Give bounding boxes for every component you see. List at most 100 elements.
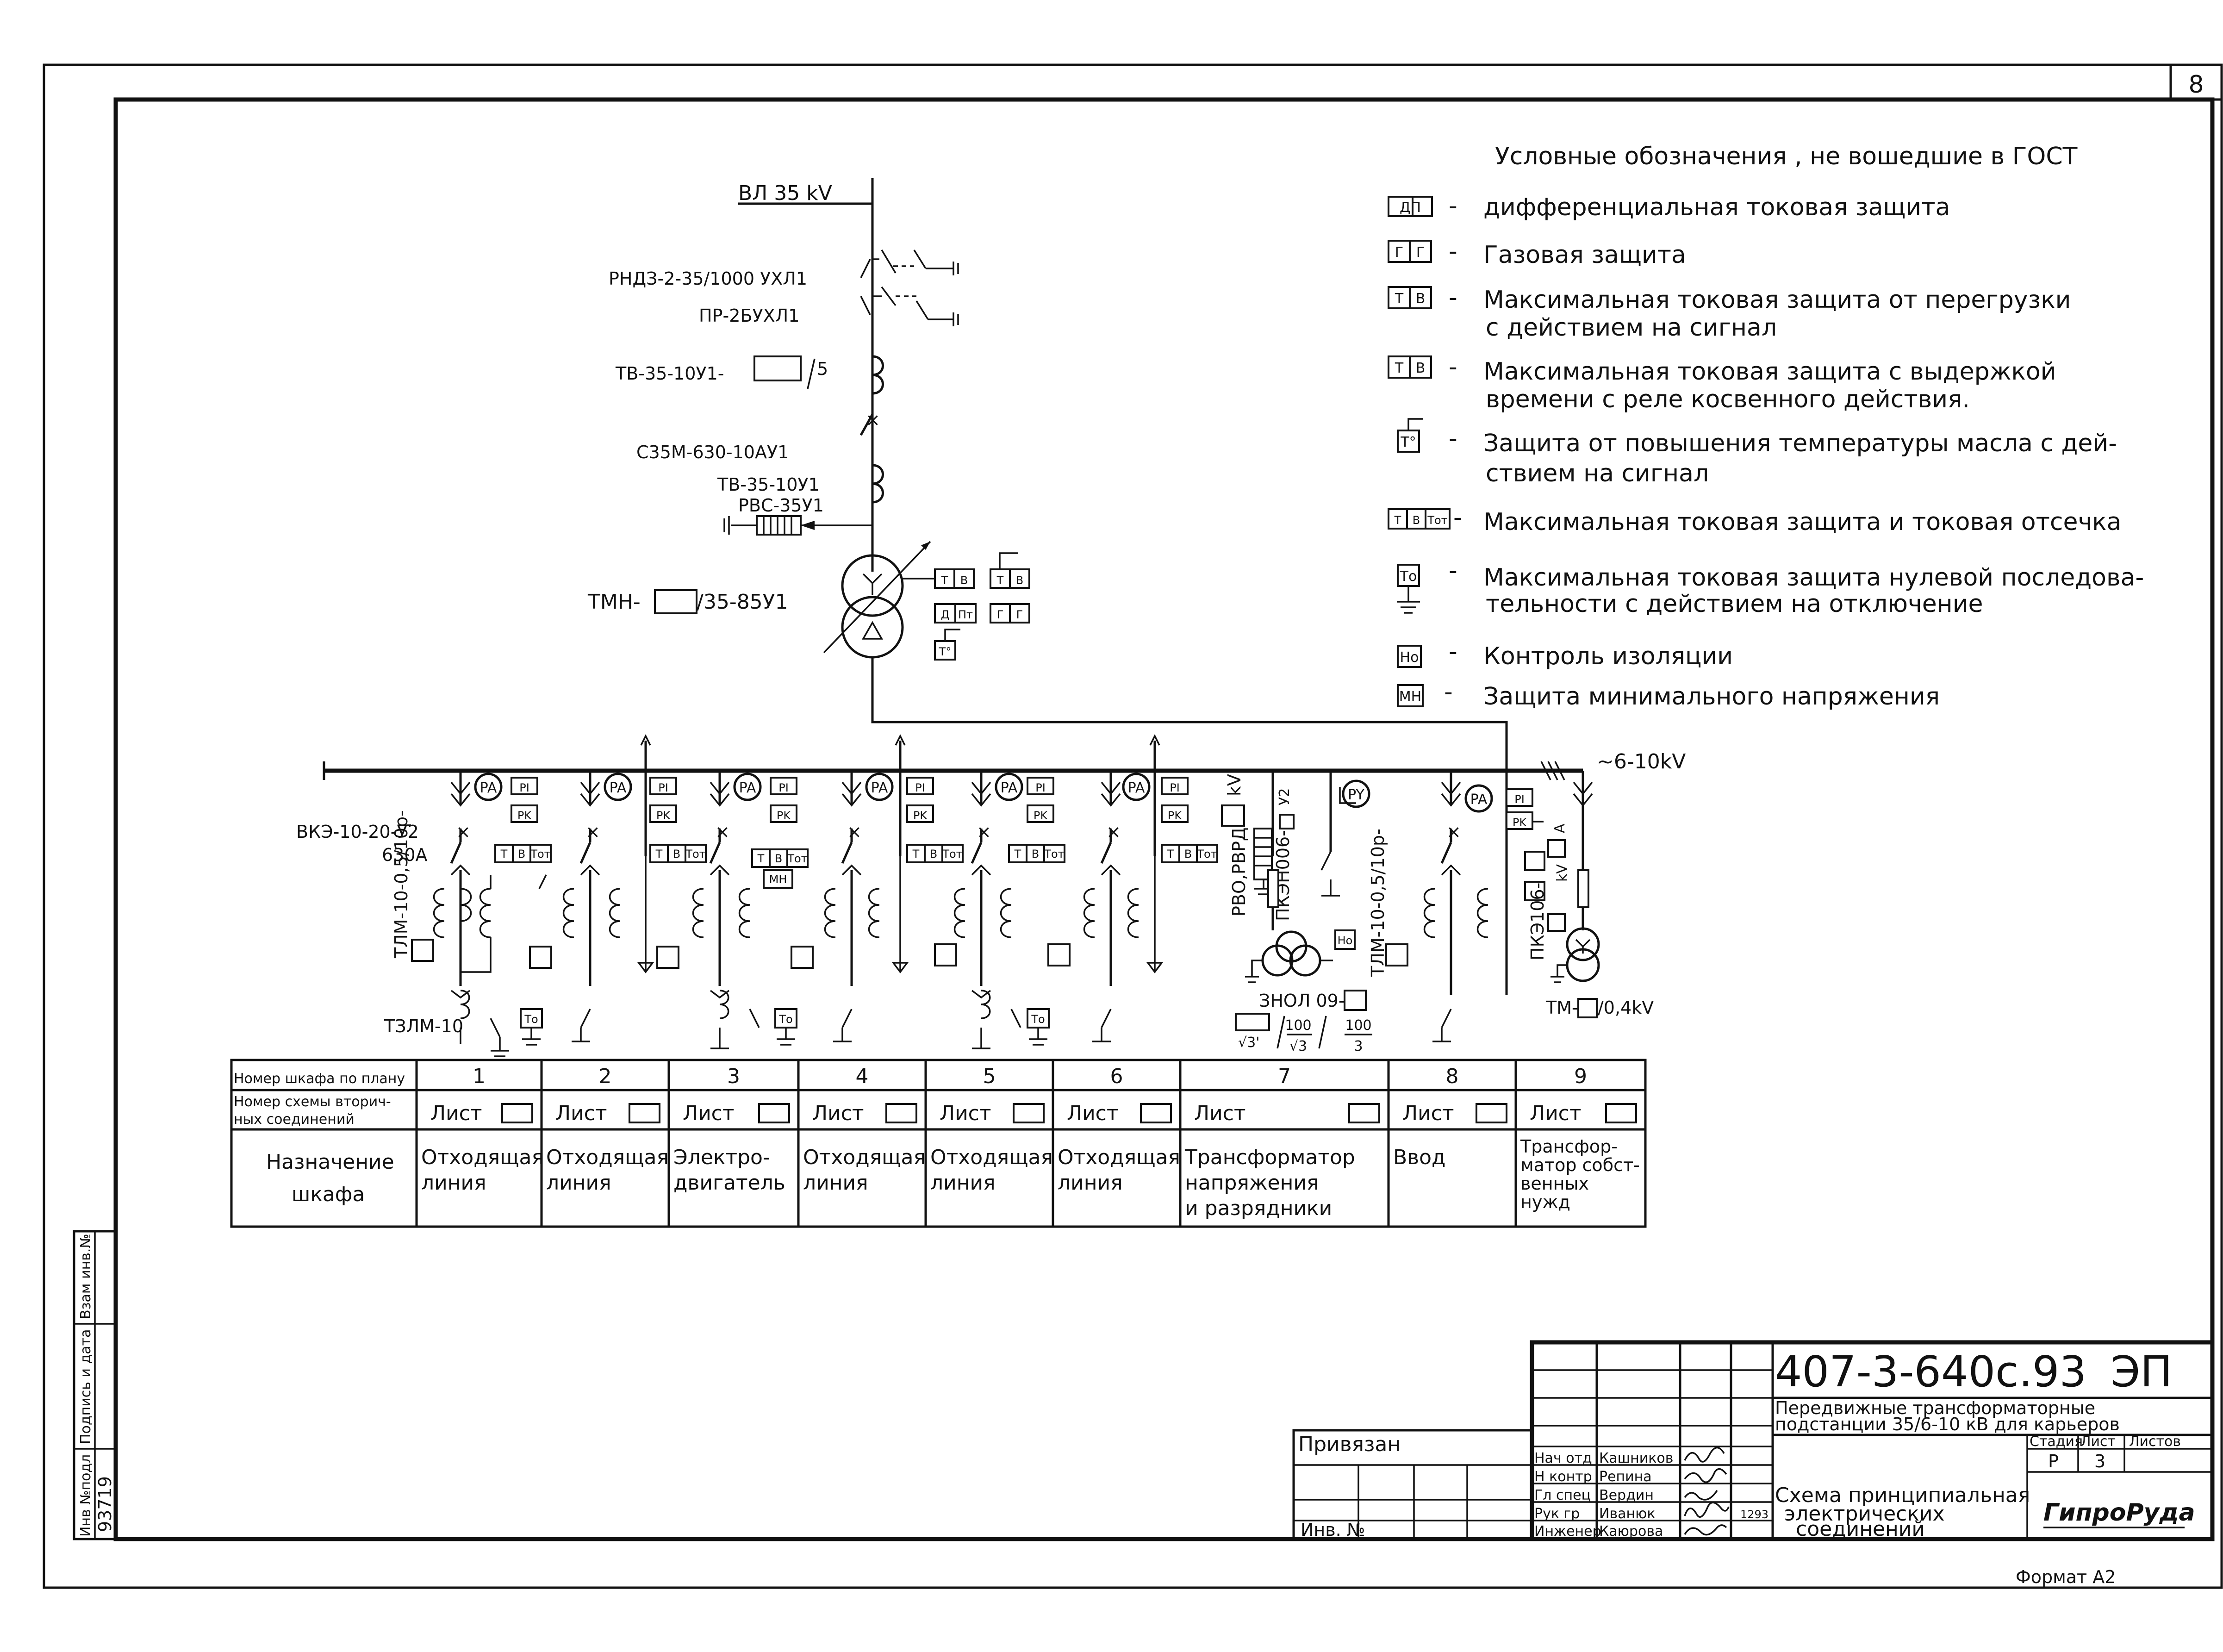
legend-item-dpt: ДП - дифференциальная токовая защита	[1388, 192, 1950, 221]
svg-text:PA: PA	[610, 780, 627, 796]
svg-text:PK: PK	[1513, 816, 1527, 829]
svg-text:PI: PI	[1514, 793, 1525, 806]
table-cell-purpose: Электро-	[673, 1146, 770, 1169]
fuse-suffix: У2	[1277, 788, 1293, 805]
table-cell-purpose: Отходящая	[546, 1146, 669, 1169]
svg-text:В: В	[1032, 848, 1039, 860]
title-block: Привязан Инв. № Нач отд Кашников Н контр…	[1292, 1340, 2215, 1541]
svg-text:МН: МН	[1399, 689, 1421, 705]
table-cell-sheet: Лист	[812, 1102, 864, 1125]
table-cell-purpose: линия	[1058, 1171, 1123, 1195]
svg-text:Тот: Тот	[1427, 514, 1447, 527]
svg-text:PA: PA	[739, 780, 756, 796]
svg-text:То: То	[1400, 568, 1417, 585]
table-cell-sheet: Лист	[1067, 1102, 1119, 1125]
svg-text:В: В	[518, 848, 525, 860]
staff-name: Репина	[1599, 1469, 1652, 1485]
svg-text:Т: Т	[1014, 848, 1021, 860]
vt-type-box	[1344, 990, 1367, 1011]
ammeter	[604, 773, 632, 801]
legend-item-temp: Т° - Защита от повышения температуры мас…	[1397, 418, 2117, 487]
table-cell-purpose: линия	[803, 1171, 868, 1195]
legend-item-text2: ствием на сигнал	[1486, 460, 1709, 487]
cell-9: PI PK А kV У2 ПКЭ106- ТМ- /0,4kV	[1506, 771, 1654, 1018]
svg-text:×: ×	[1446, 822, 1461, 842]
svg-text:В: В	[1413, 514, 1420, 527]
staff-role: Гл спец	[1534, 1487, 1591, 1503]
inner-frame	[113, 97, 2215, 1541]
table-row-label: шкафа	[292, 1183, 365, 1206]
sheet-value: 3	[2094, 1451, 2105, 1471]
svg-text:-: -	[1449, 237, 1457, 265]
svg-text:-: -	[1449, 638, 1457, 666]
vt-ratio-b: 100	[1345, 1017, 1371, 1034]
vt-ratio-c: 3	[1354, 1038, 1363, 1054]
table-row-label: Назначение	[266, 1150, 394, 1174]
svg-text:В: В	[673, 848, 680, 860]
svg-text:×: ×	[585, 822, 600, 842]
doc-mark: ЭП	[2111, 1347, 2172, 1396]
svg-text:PI: PI	[658, 781, 668, 794]
svg-text:Но: Но	[1400, 649, 1419, 666]
svg-text:PY: PY	[1348, 787, 1364, 803]
legend-item-text2: с действием на сигнал	[1486, 314, 1777, 342]
legend-item-text: Защита минимального напряжения	[1483, 683, 1940, 711]
ammeter	[733, 773, 762, 801]
svg-text:Т°: Т°	[1400, 434, 1416, 450]
arrester2-label: РВО,РВРД	[1229, 827, 1249, 916]
svg-text:Тот: Тот	[787, 852, 807, 865]
table-cell-purpose: Отходящая	[803, 1146, 926, 1169]
table-cell-sheet: Лист	[1194, 1102, 1246, 1125]
staff-role: Нач отд	[1534, 1450, 1592, 1466]
date-mark: 1293	[1740, 1508, 1768, 1521]
legend-item-text2: времени с реле косвенного действия.	[1486, 386, 1970, 413]
svg-text:Т: Т	[500, 848, 508, 860]
table-cell-purpose: матор собст-	[1520, 1155, 1640, 1175]
cell-breaker-current: 630А	[382, 845, 428, 865]
svg-text:Тот: Тот	[530, 848, 550, 860]
table-cell-number: 5	[983, 1065, 996, 1088]
table-cell-number: 6	[1110, 1065, 1123, 1088]
aux-tr-suffix: /0,4kV	[1598, 997, 1654, 1018]
svg-text:Т: Т	[1395, 360, 1404, 376]
ammeter	[995, 773, 1023, 801]
table-sheet-box	[1605, 1103, 1637, 1123]
svg-text:То: То	[778, 1013, 792, 1026]
project-title-1: Передвижные трансформаторные	[1775, 1398, 2095, 1418]
svg-text:Т: Т	[655, 848, 663, 860]
table-cell-sheet: Лист	[1402, 1102, 1454, 1125]
table-cell-number: 4	[856, 1065, 869, 1088]
aux-tr-label: ТМ-	[1545, 997, 1578, 1018]
aux-kv: kV	[1554, 864, 1570, 882]
svg-text:×: ×	[977, 822, 991, 842]
table-sheet-box	[501, 1103, 533, 1123]
legend-title: Условные обозначения , не вошедшие в ГОС…	[1495, 143, 2078, 170]
table-cell-sheet: Лист	[683, 1102, 735, 1125]
staff-name: Каюрова	[1599, 1523, 1663, 1540]
cell-breaker-label: ВКЭ-10-20-У2	[296, 822, 419, 842]
svg-text:Пт: Пт	[958, 608, 973, 621]
table-cell-purpose: линия	[546, 1171, 611, 1195]
svg-text:Т: Т	[1167, 848, 1174, 860]
svg-text:То: То	[524, 1013, 538, 1026]
staff-name: Кашников	[1599, 1450, 1673, 1466]
svg-text:PI: PI	[1035, 781, 1046, 794]
svg-text:PK: PK	[913, 809, 928, 822]
table-row-label: Номер схемы вторич-	[234, 1094, 391, 1110]
svg-text:PI: PI	[778, 781, 789, 794]
svg-text:-: -	[1449, 353, 1457, 381]
ct-ratio-box	[753, 355, 802, 381]
svg-text:МН: МН	[769, 873, 787, 886]
vt-sqrt: √3	[1289, 1038, 1307, 1054]
svg-text:PK: PK	[777, 809, 791, 822]
svg-text:ДП: ДП	[1400, 199, 1421, 216]
arrester-label: РВС-35У1	[738, 495, 824, 516]
ammeter	[1122, 773, 1151, 801]
svg-text:×: ×	[866, 410, 880, 430]
